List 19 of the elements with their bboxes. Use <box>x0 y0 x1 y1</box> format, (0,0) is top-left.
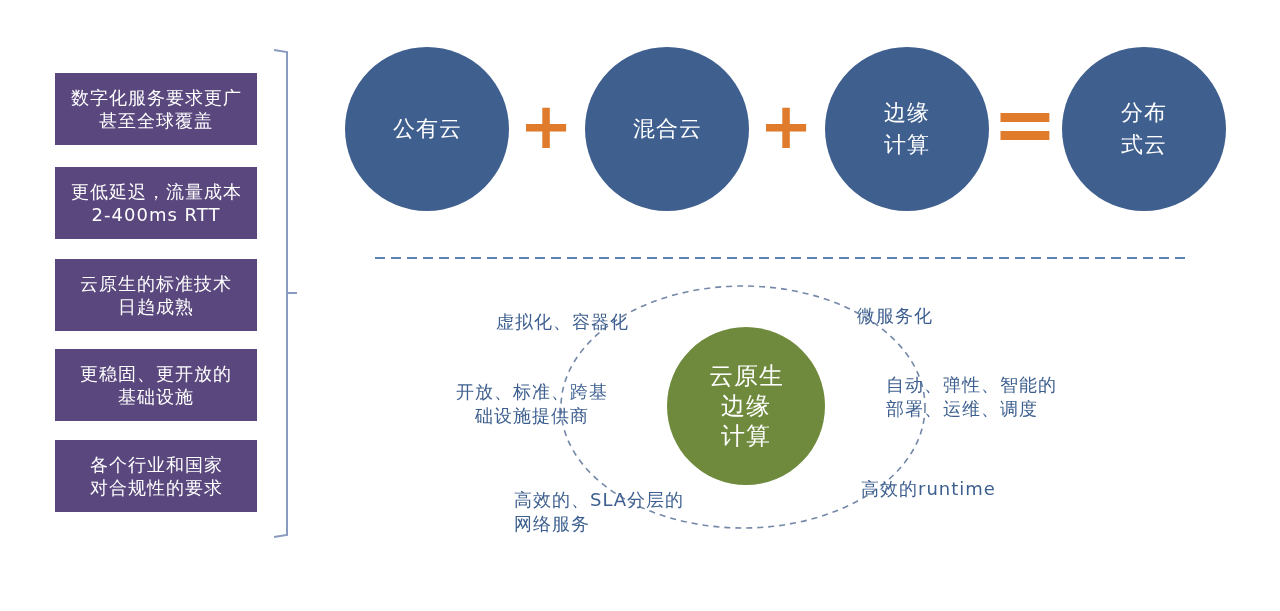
feature-label: 高效的runtime <box>861 477 997 501</box>
concept-circle: 公有云 <box>345 47 509 211</box>
equals-sign: = <box>992 85 1058 163</box>
plus-sign: + <box>519 94 573 158</box>
info-box: 数字化服务要求更广甚至全球覆盖 <box>55 73 257 145</box>
concept-circle: 混合云 <box>585 47 749 211</box>
info-box: 云原生的标准技术日趋成熟 <box>55 259 257 331</box>
feature-label: 开放、标准、跨基础设施提供商 <box>455 380 609 428</box>
info-box: 更稳固、更开放的基础设施 <box>55 349 257 421</box>
info-box: 更低延迟，流量成本2-400ms RTT <box>55 167 257 239</box>
center-circle: 云原生边缘计算 <box>667 327 825 485</box>
concept-circle: 分布式云 <box>1062 47 1226 211</box>
feature-label: 微服务化 <box>857 304 934 328</box>
info-box: 各个行业和国家对合规性的要求 <box>55 440 257 512</box>
plus-sign: + <box>759 94 813 158</box>
concept-circle: 边缘计算 <box>825 47 989 211</box>
feature-label: 自动、弹性、智能的部署、运维、调度 <box>886 373 1058 421</box>
feature-label: 高效的、SLA分层的网络服务 <box>514 488 686 536</box>
feature-label: 虚拟化、容器化 <box>496 310 630 334</box>
